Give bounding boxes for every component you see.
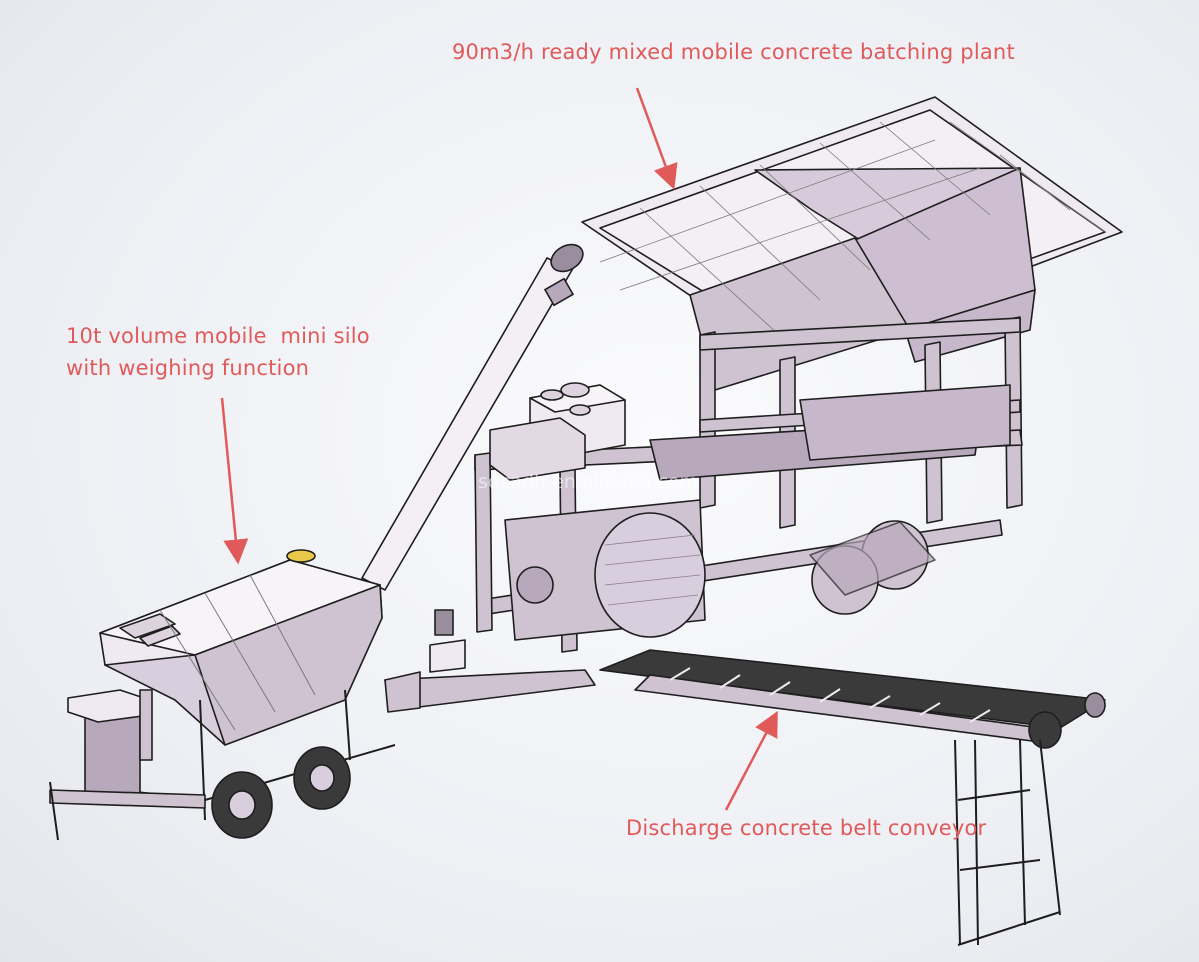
weighing-hopper xyxy=(649,384,1011,481)
silo-annotation-line2: with weighing function xyxy=(66,356,310,380)
mini-silo xyxy=(49,549,396,841)
plant-annotation: 90m3/h ready mixed mobile concrete batch… xyxy=(452,36,1015,68)
annotation-arrows xyxy=(220,87,778,811)
silo-annotation-line1: 10t volume mobile mini silo xyxy=(66,324,370,348)
scale-tanks xyxy=(489,382,626,481)
plant-annotation-text: 90m3/h ready mixed mobile concrete batch… xyxy=(452,40,1015,64)
silo-arrow xyxy=(220,397,249,565)
batching-plant xyxy=(384,96,1123,713)
belt-annotation: Discharge concrete belt conveyor xyxy=(626,812,986,844)
belt-annotation-text: Discharge concrete belt conveyor xyxy=(626,816,987,840)
plant-wheels xyxy=(809,520,936,615)
screw-conveyor xyxy=(360,243,584,592)
silo-annotation: 10t volume mobile mini silo with weighin… xyxy=(66,320,370,384)
twin-shaft-mixer xyxy=(504,499,706,641)
watermark: sdcadh.en.alibaba.com xyxy=(478,471,699,493)
belt-conveyor xyxy=(599,649,1106,946)
plant-tow-bar xyxy=(384,609,596,713)
plant-arrow xyxy=(635,87,678,190)
aggregate-hopper xyxy=(581,96,1123,391)
belt-arrow xyxy=(724,710,778,811)
